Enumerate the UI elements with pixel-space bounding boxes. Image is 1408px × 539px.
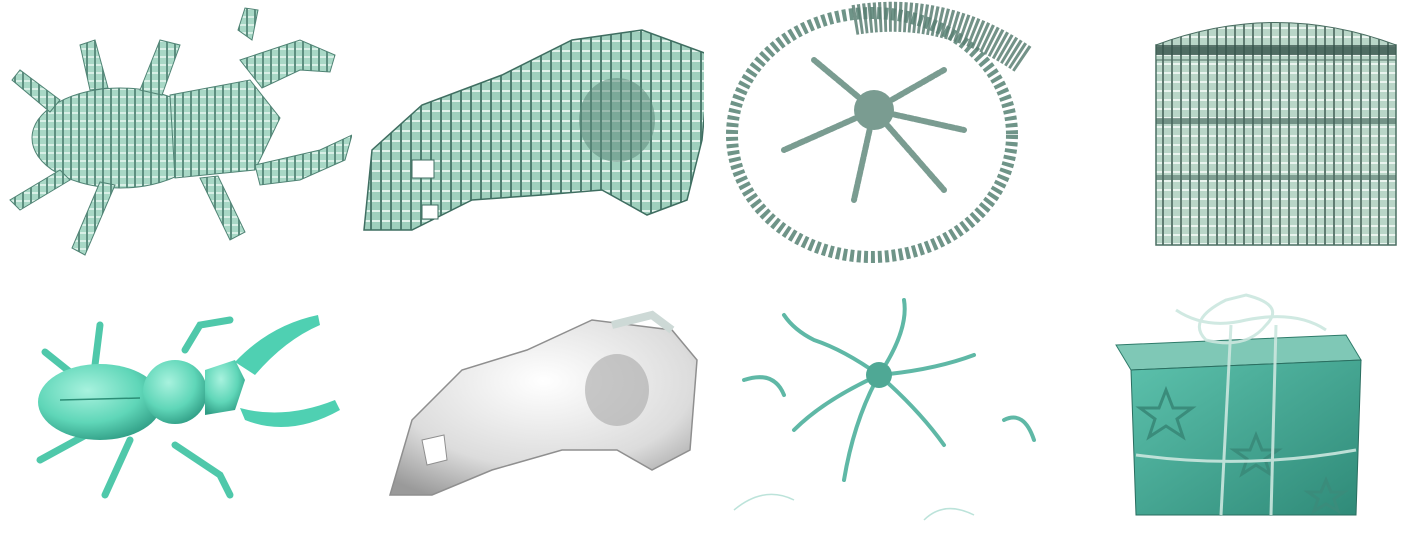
voxel-giftbox-panel	[1056, 0, 1408, 269]
surface-neuron-image	[733, 298, 1036, 521]
voxel-giftbox-image	[1155, 22, 1397, 246]
voxel-beetle-image	[9, 7, 352, 256]
surface-neuron-panel	[704, 270, 1056, 539]
surface-skull-image	[388, 310, 698, 496]
surface-giftbox-image	[1115, 293, 1362, 516]
surface-beetle-panel	[0, 270, 352, 539]
voxel-skull-panel	[352, 0, 704, 269]
voxel-neuron-panel	[704, 0, 1056, 269]
surface-beetle-image	[36, 315, 340, 499]
surface-giftbox-panel	[1056, 270, 1408, 539]
voxel-skull-image	[363, 29, 704, 231]
voxel-neuron-image	[726, 1, 1033, 263]
surface-skull-panel	[352, 270, 704, 539]
voxel-beetle-panel	[0, 0, 352, 269]
